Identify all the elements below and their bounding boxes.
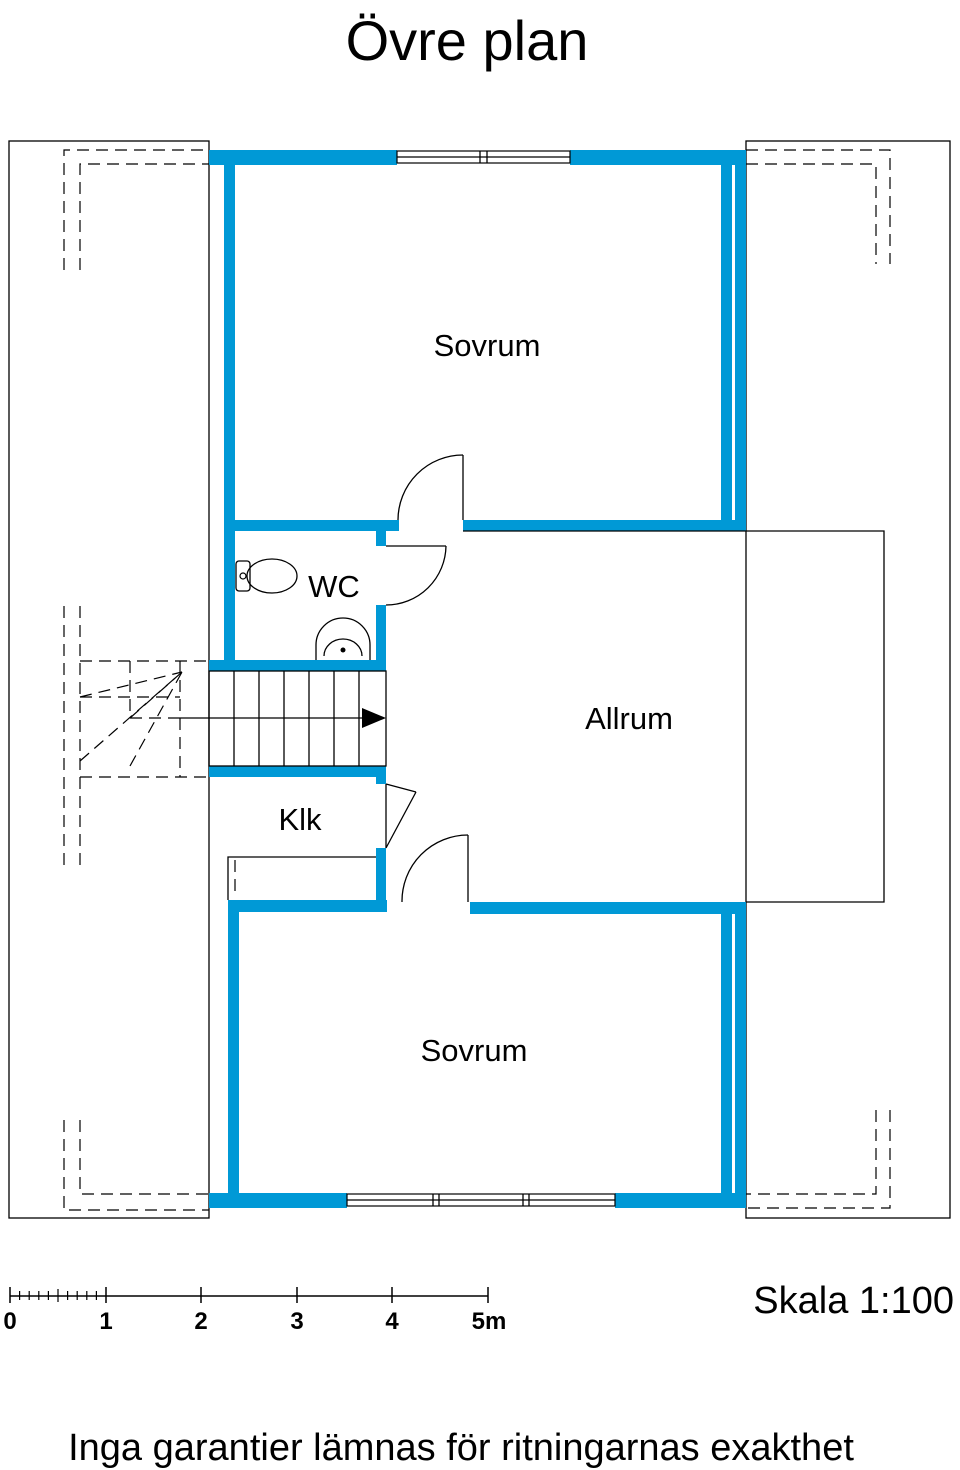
allrum-outline [463, 530, 885, 903]
walls [209, 150, 746, 1208]
klk-closet [227, 856, 376, 900]
door-klk [385, 783, 417, 849]
dashed-lines [63, 149, 891, 1211]
toilet-icon [235, 558, 298, 594]
disclaimer: Inga garantier lämnas för ritningarnas e… [68, 1427, 854, 1469]
plan-title: Övre plan [346, 9, 589, 72]
scale-tick-label: 1 [99, 1308, 112, 1335]
room-label-wc: WC [308, 569, 360, 604]
scale-tick-label: 0 [3, 1308, 16, 1335]
door-bedroom-bottom [401, 834, 469, 903]
room-label-sovrum-top: Sovrum [434, 328, 541, 363]
scale-tick-label: 4 [385, 1308, 399, 1335]
window-bottom [346, 1193, 616, 1207]
scale-bar: 0 1 2 3 4 5m [3, 1287, 506, 1335]
scale-tick-label: 3 [290, 1308, 303, 1335]
scale-label: Skala 1:100 [753, 1280, 954, 1322]
sink-icon [315, 617, 371, 660]
window-top [396, 150, 571, 164]
door-wc [385, 545, 447, 606]
stair-arrow-icon [362, 708, 386, 728]
scale-tick-label: 5m [472, 1308, 507, 1335]
door-bedroom-top [397, 454, 464, 521]
room-label-klk: Klk [278, 802, 322, 837]
scale-tick-label: 2 [194, 1308, 207, 1335]
room-label-allrum: Allrum [585, 701, 673, 736]
staircase [180, 670, 387, 767]
room-label-sovrum-bottom: Sovrum [421, 1033, 528, 1068]
